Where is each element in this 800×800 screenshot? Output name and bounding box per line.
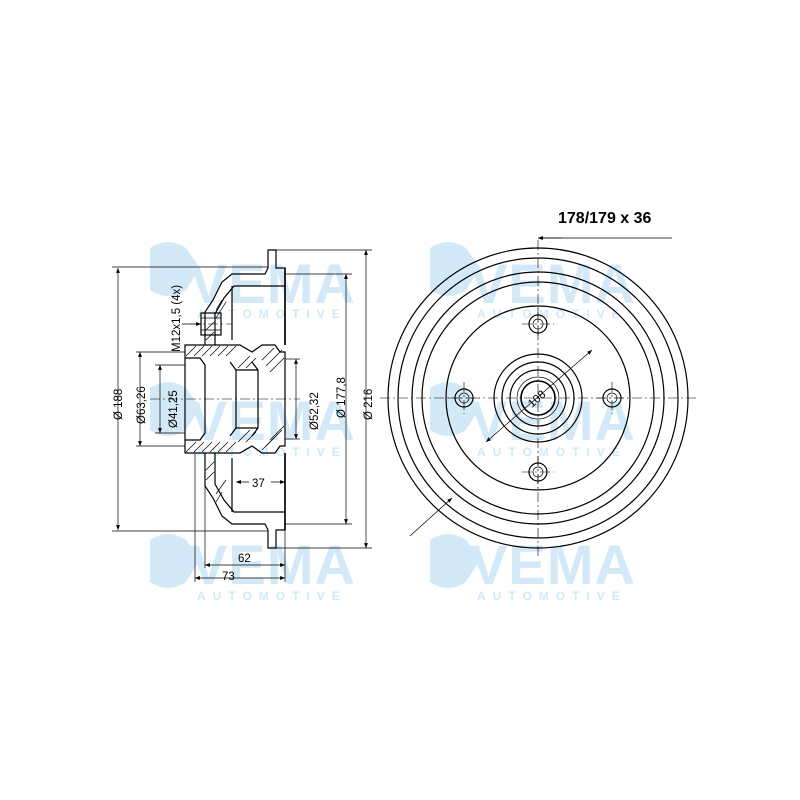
watermark-group: VEMA AUTOMOTIVE VEMA AUTOMOTIVE VEMA AUT… [150, 242, 636, 603]
front-view: 108 178/179 x 36 [380, 210, 696, 556]
watermark-top-left: VEMA AUTOMOTIVE [150, 242, 356, 321]
dim-d52-label: Ø52,32 [309, 392, 321, 430]
dim-thread-label: M12x1,5 (4x) [171, 285, 183, 352]
drum-wall-bottom [204, 453, 286, 549]
drum-wall-top [204, 249, 286, 345]
watermark-brand: VEMA [190, 252, 356, 315]
watermark-tagline: AUTOMOTIVE [197, 307, 347, 321]
watermark-brand: VEMA [190, 533, 356, 596]
hatch-bottom [185, 425, 285, 503]
spec-label: 178/179 x 36 [558, 210, 652, 227]
watermark-bottom-left: VEMA AUTOMOTIVE [150, 533, 356, 603]
hatch-top [185, 299, 285, 373]
watermark-tagline: AUTOMOTIVE [197, 445, 347, 459]
dim-w37-label: 37 [252, 478, 265, 490]
dim-d188-label: Ø 188 [113, 389, 125, 420]
dim-w62-label: 62 [238, 553, 251, 565]
watermark-brand: VEMA [470, 533, 636, 596]
watermark-tagline: AUTOMOTIVE [477, 589, 627, 603]
dim-d177-label: Ø 177,8 [336, 377, 348, 418]
hub-face-circle [445, 305, 631, 491]
watermark-logo-icon [150, 242, 200, 296]
dim-d63-label: Ø63,26 [136, 386, 148, 424]
watermark-logo-icon [430, 382, 480, 436]
dim-d216-label: Ø 216 [363, 389, 375, 420]
hub-outline [184, 344, 286, 454]
watermark-tagline: AUTOMOTIVE [197, 589, 347, 603]
dim-d41-label: Ø41,25 [168, 390, 180, 428]
watermark-logo-icon [150, 534, 200, 588]
watermark-brand: VEMA [470, 389, 636, 452]
section-view: Ø 188 Ø63,26 Ø41,25 M12x1,5 (4x) Ø52,32 … [112, 249, 375, 583]
watermark-mid-left: VEMA AUTOMOTIVE [150, 382, 356, 459]
watermark-logo-icon [150, 382, 200, 436]
watermark-bottom-right: VEMA AUTOMOTIVE [430, 533, 636, 603]
watermark-tagline: AUTOMOTIVE [477, 307, 627, 321]
dim-w73-label: 73 [222, 571, 235, 583]
watermark-brand: VEMA [190, 389, 356, 452]
watermark-logo-icon [430, 534, 480, 588]
watermark-tagline: AUTOMOTIVE [477, 445, 627, 459]
